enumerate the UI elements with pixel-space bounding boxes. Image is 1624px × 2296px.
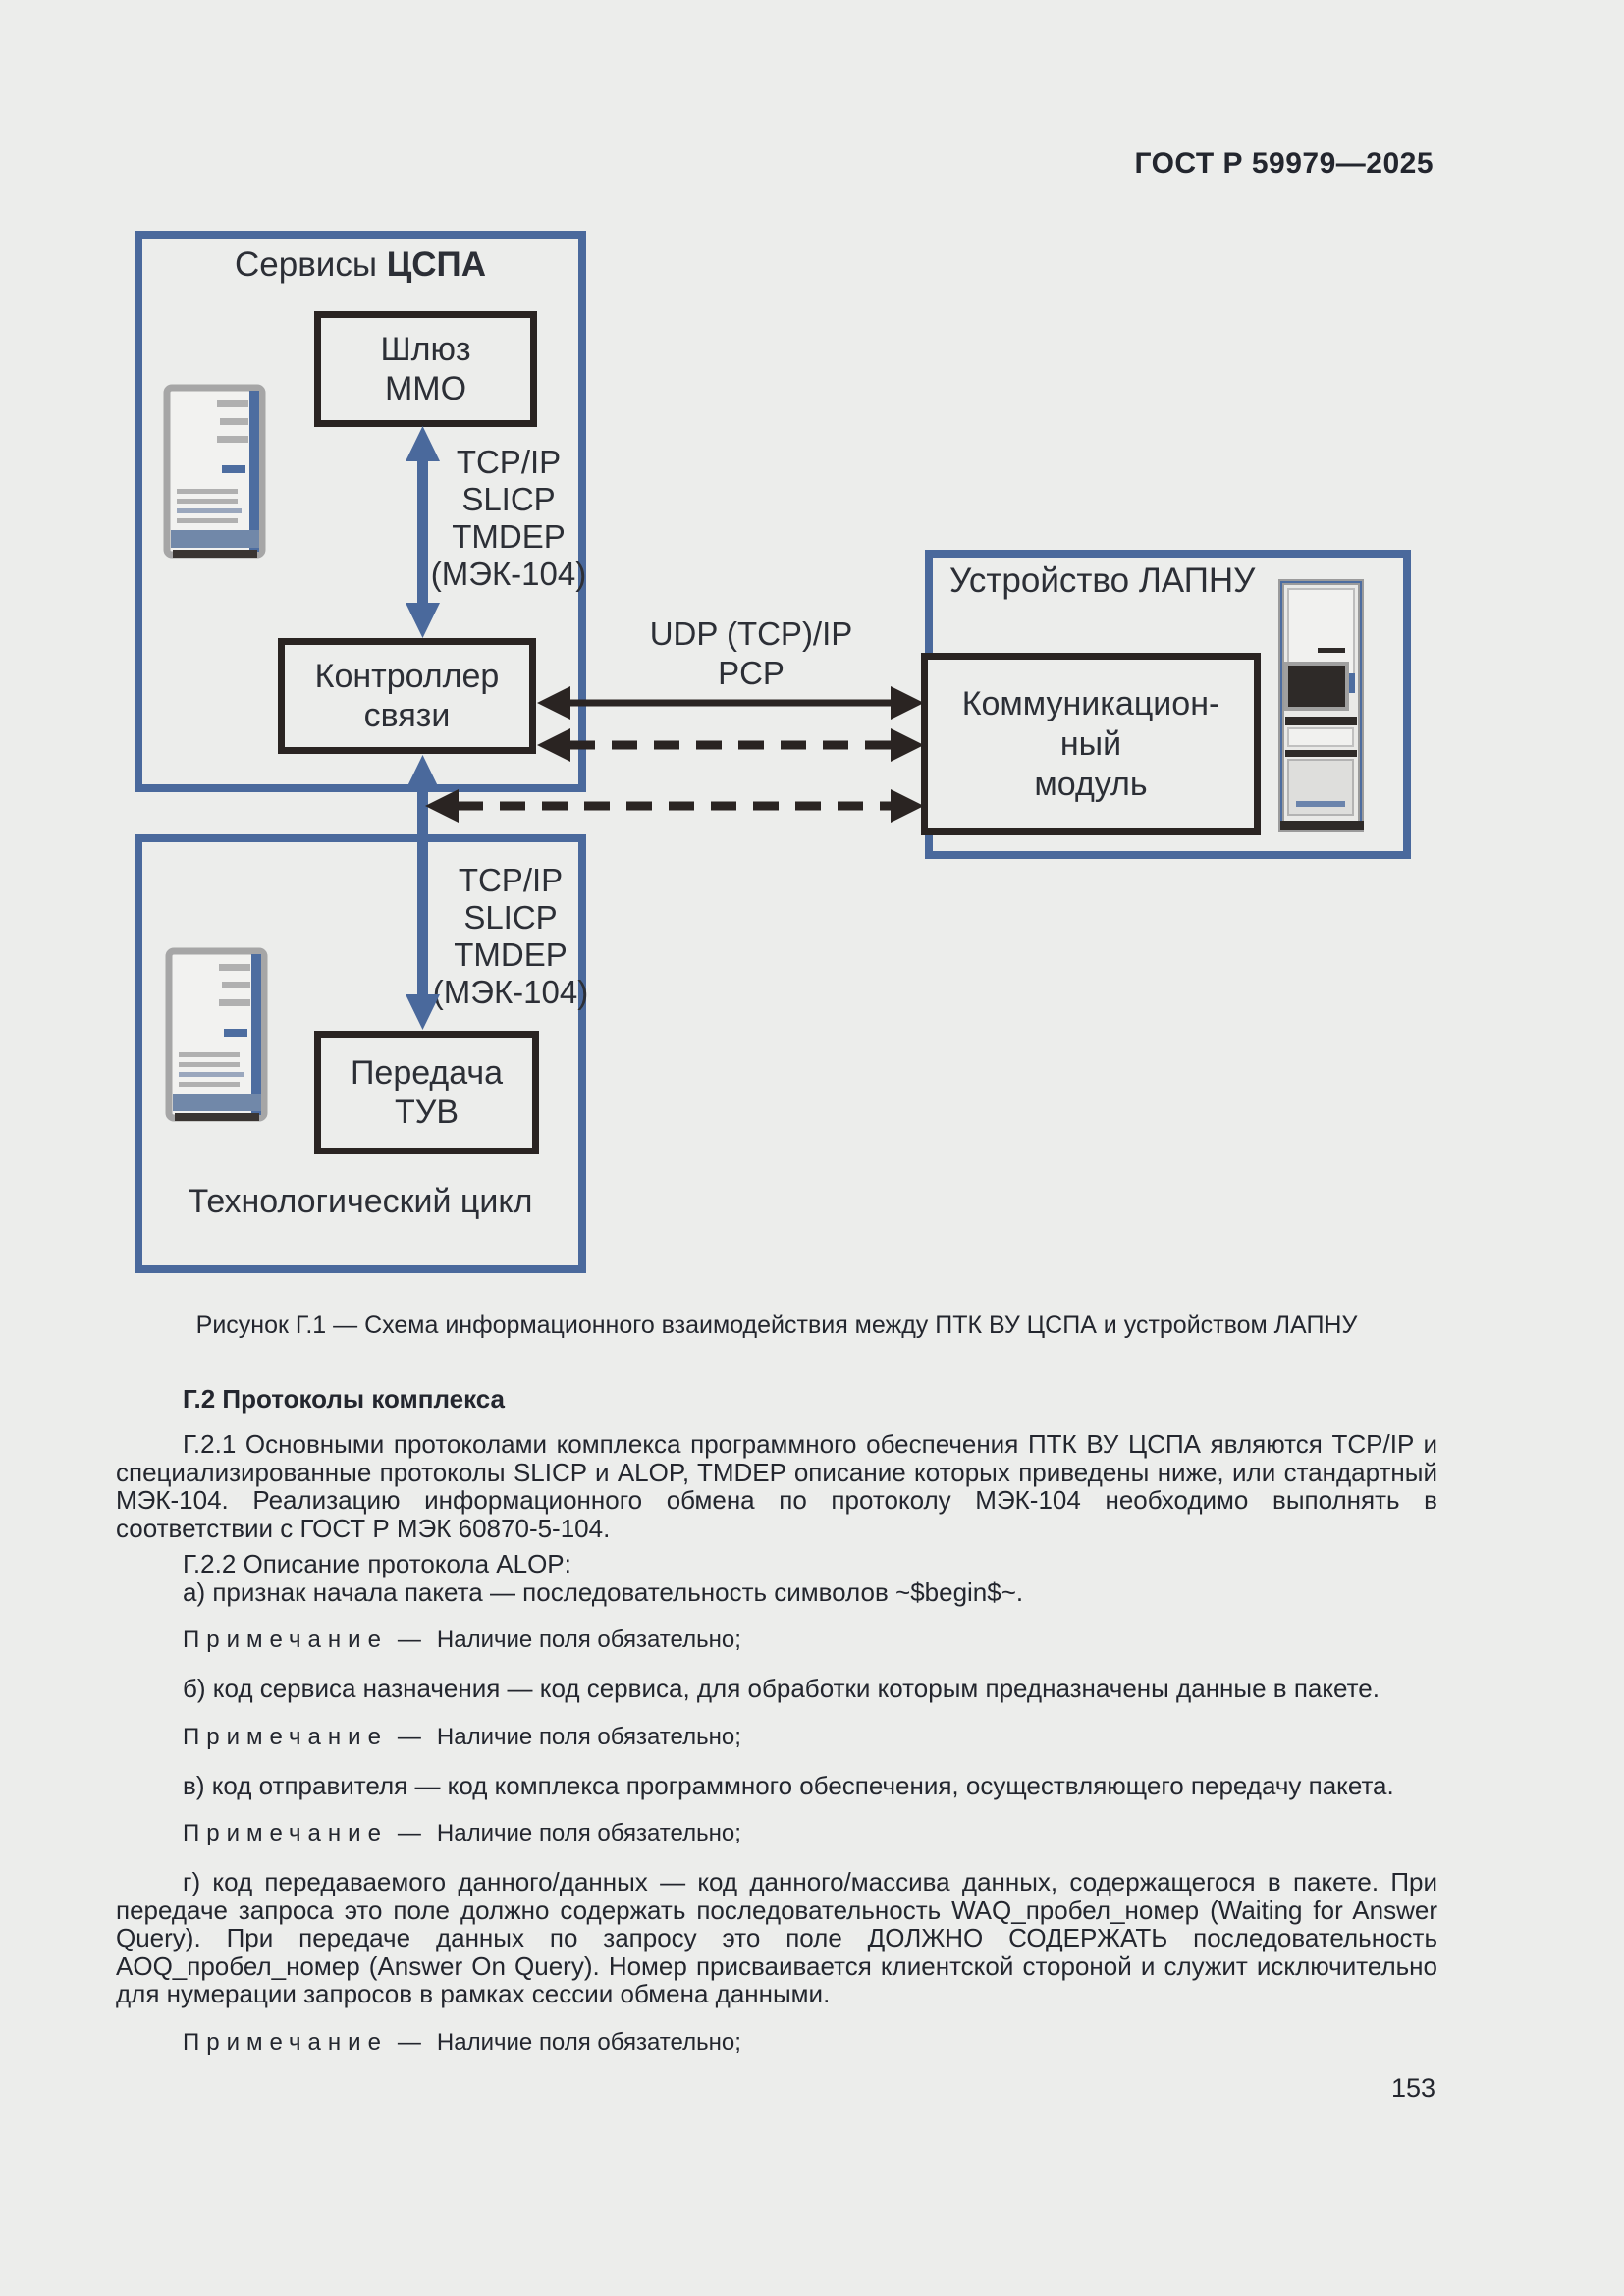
protocol-stack-bottom-label: TCP/IP SLICP TMDEP (МЭК-104)	[412, 862, 609, 1011]
controller-line1: Контроллер	[314, 658, 500, 695]
udp-link-line2: PCP	[718, 655, 785, 691]
figure-caption: Рисунок Г.1 — Схема информационного взаи…	[195, 1311, 1358, 1339]
note-dash: —	[397, 1820, 421, 1846]
tuv-transfer-box: Передача ТУВ	[314, 1031, 539, 1154]
protocol-bottom-line3: TMDEP	[454, 936, 568, 973]
lapnu-device-title: Устройство ЛАПНУ	[949, 561, 1256, 600]
note-text: Наличие поля обязательно;	[436, 1723, 741, 1750]
comm-module-line1: Коммуникацион-	[961, 684, 1220, 722]
comm-module-line3: модуль	[1034, 765, 1148, 803]
note-dash: —	[397, 1627, 421, 1653]
section-content: Г.2 Протоколы комплекса Г.2.1 Основными …	[116, 1384, 1437, 2077]
note-label: Примечание	[183, 1627, 388, 1653]
transfer-line2: ТУВ	[394, 1094, 460, 1131]
protocol-top-line1: TCP/IP	[456, 444, 562, 480]
udp-link-line1: UDP (TCP)/IP	[649, 615, 853, 652]
protocol-bottom-line1: TCP/IP	[458, 862, 564, 898]
gateway-mmo-box: Шлюз ММО	[314, 311, 537, 427]
paragraph: Г.2.2 Описание протокола ALOP:	[183, 1549, 571, 1578]
note-text: Наличие поля обязательно;	[436, 2028, 741, 2056]
paragraph: в) код отправителя — код комплекса прогр…	[183, 1770, 1394, 1800]
note-text: Наличие поля обязательно;	[436, 1820, 741, 1846]
services-title-bold: ЦСПА	[386, 245, 486, 284]
services-group-title: Сервисы ЦСПА	[142, 245, 578, 285]
arrow-udp-dashed-lower	[425, 789, 924, 823]
udp-link-label: UDP (TCP)/IP PCP	[628, 614, 874, 693]
tech-cycle-group-frame	[135, 834, 586, 1273]
controller-line2: связи	[363, 697, 451, 734]
section-heading: Г.2 Протоколы комплекса	[183, 1384, 506, 1414]
server-tower-icon	[165, 944, 269, 1131]
paragraph: а) признак начала пакета — последователь…	[183, 1576, 1024, 1607]
gateway-line1: Шлюз	[380, 331, 471, 368]
protocol-top-line4: (МЭК-104)	[430, 556, 587, 592]
note-label: Примечание	[183, 1820, 388, 1846]
arrow-udp-dashed-upper	[537, 728, 924, 762]
paragraph: г) код передаваемого данного/данных — ко…	[116, 1867, 1437, 2008]
protocol-bottom-line4: (МЭК-104)	[432, 974, 589, 1010]
protocol-stack-top-label: TCP/IP SLICP TMDEP (МЭК-104)	[410, 444, 607, 593]
standard-code-header: ГОСТ Р 59979—2025	[1134, 147, 1434, 180]
paragraph: б) код сервиса назначения — код сервиса,…	[183, 1674, 1380, 1703]
page-number: 153	[1390, 2073, 1435, 2103]
protocol-top-line2: SLICP	[461, 481, 556, 517]
tech-cycle-label: Технологический цикл	[188, 1183, 533, 1220]
gateway-line2: ММО	[384, 370, 467, 407]
transfer-line1: Передача	[350, 1054, 504, 1092]
note-label: Примечание	[183, 2028, 388, 2056]
paragraph: Г.2.1 Основными протоколами комплекса пр…	[116, 1429, 1437, 1543]
note: Примечание — Наличие поля обязательно;	[183, 1724, 1437, 1751]
note: Примечание — Наличие поля обязательно;	[183, 2029, 1437, 2056]
comm-module-box: Коммуникацион- ный модуль	[921, 653, 1261, 835]
note-label: Примечание	[183, 1723, 388, 1750]
comm-controller-box: Контроллер связи	[278, 638, 536, 754]
server-tower-icon	[163, 383, 267, 565]
comm-module-line2: ный	[1059, 724, 1122, 763]
note: Примечание — Наличие поля обязательно;	[183, 1627, 1437, 1654]
protocol-bottom-line2: SLICP	[463, 899, 558, 935]
note-dash: —	[397, 2028, 421, 2056]
note-text: Наличие поля обязательно;	[436, 1627, 741, 1653]
protocol-top-line3: TMDEP	[452, 518, 566, 555]
note: Примечание — Наличие поля обязательно;	[183, 1820, 1437, 1847]
services-title-regular: Сервисы	[234, 245, 387, 284]
note-dash: —	[397, 1723, 421, 1750]
services-group-frame	[135, 231, 586, 792]
equipment-cabinet-icon	[1278, 579, 1366, 837]
